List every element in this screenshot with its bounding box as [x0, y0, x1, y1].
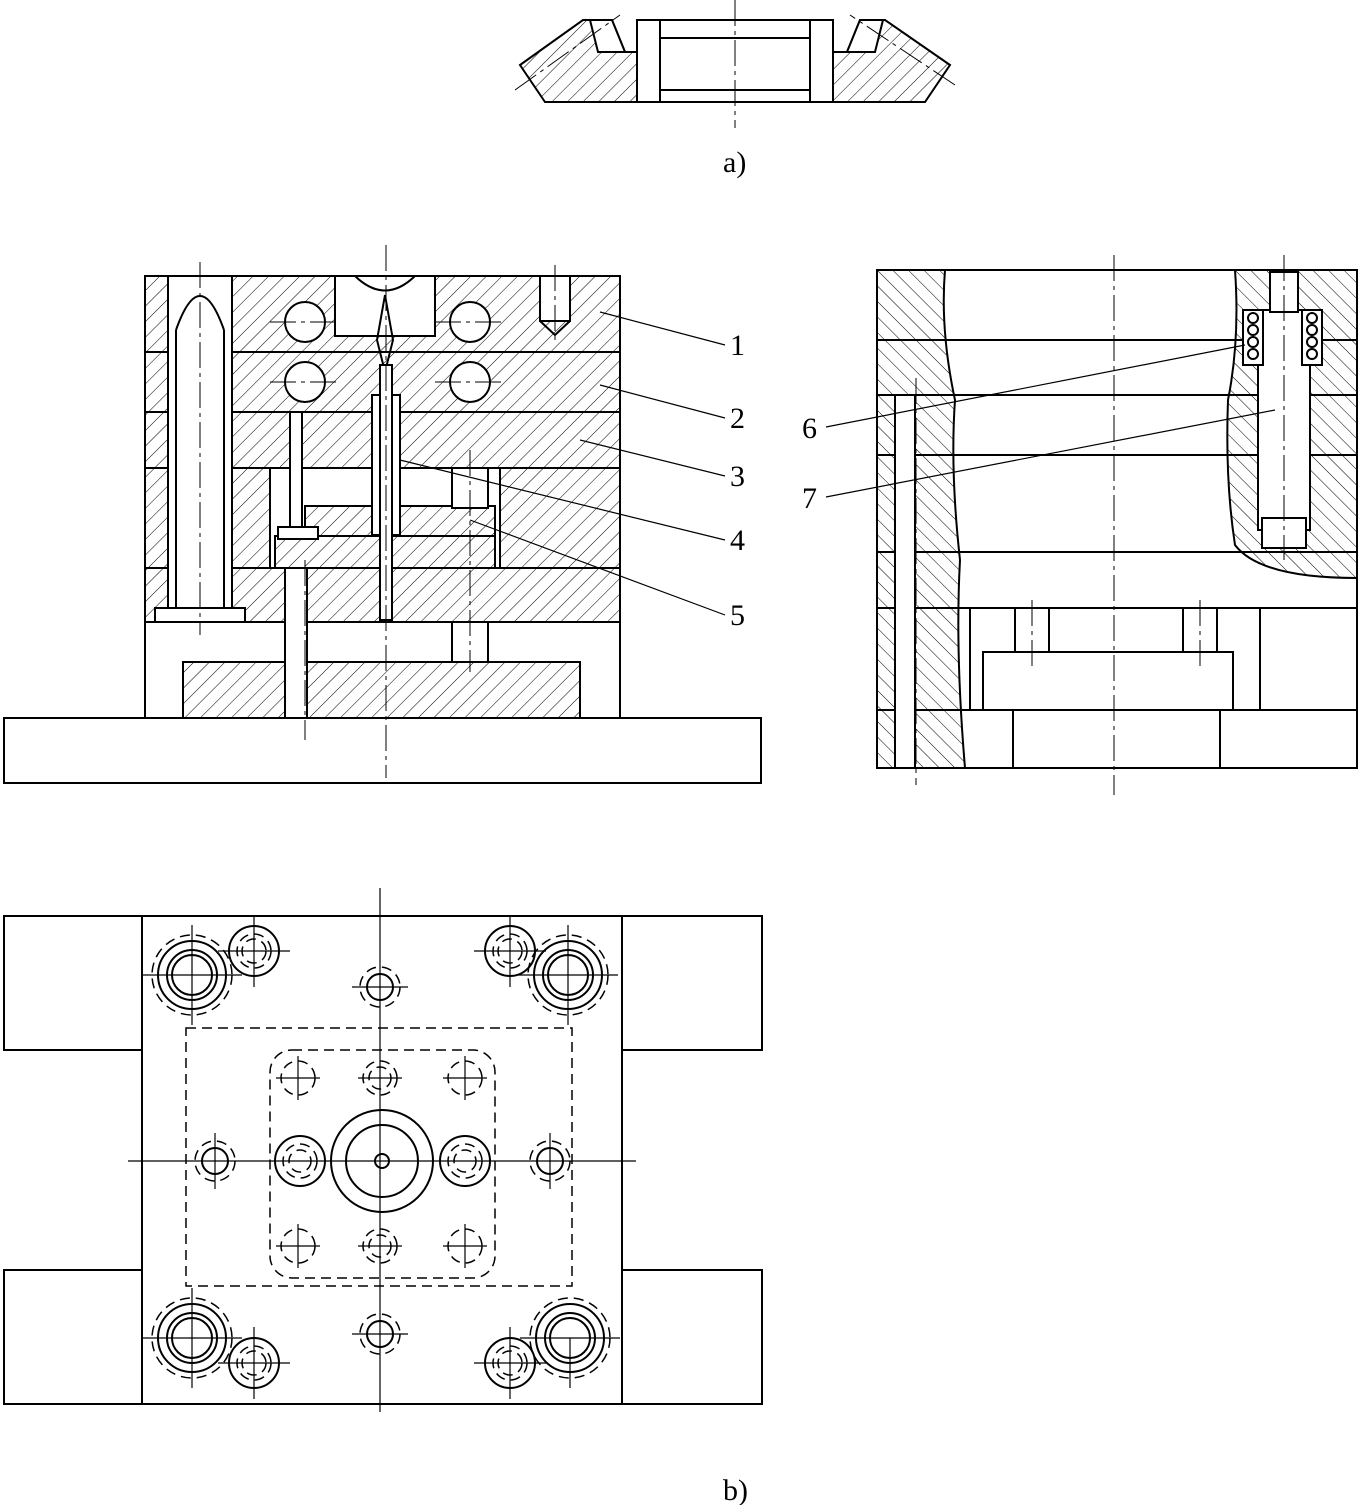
callout-1: 1: [730, 329, 745, 362]
callout-7: 7: [802, 482, 817, 515]
guide-holes: [142, 925, 620, 1388]
part-section-view: [514, 0, 956, 128]
callout-6: 6: [802, 412, 817, 445]
sprue-bush-outer: [330, 1109, 434, 1213]
callout-3: 3: [730, 460, 745, 493]
clamp-br: [621, 1269, 763, 1405]
part-right-groove: [845, 19, 885, 53]
axis-holes: [194, 966, 571, 1355]
mold-plan-view: [3, 888, 763, 1412]
screw-holes: [218, 915, 546, 1399]
mold-side-section: [876, 255, 1358, 795]
mold-front-section: [3, 245, 762, 784]
callout-4: 4: [730, 524, 745, 557]
ejector-plate: [182, 661, 581, 719]
base-plate: [3, 717, 762, 784]
caption-b: b): [723, 1474, 748, 1505]
part-right-section: [832, 19, 952, 103]
side-left-break: [876, 269, 967, 769]
clamp-bl: [3, 1269, 143, 1405]
ejector-pin-holes: [276, 1056, 487, 1268]
callout-5: 5: [730, 599, 745, 632]
part-left-groove: [588, 19, 627, 53]
caption-a: a): [723, 146, 746, 179]
clamp-tl: [3, 915, 143, 1051]
clamp-tr: [621, 915, 763, 1051]
callout-2: 2: [730, 402, 745, 435]
part-left-section: [518, 19, 638, 103]
